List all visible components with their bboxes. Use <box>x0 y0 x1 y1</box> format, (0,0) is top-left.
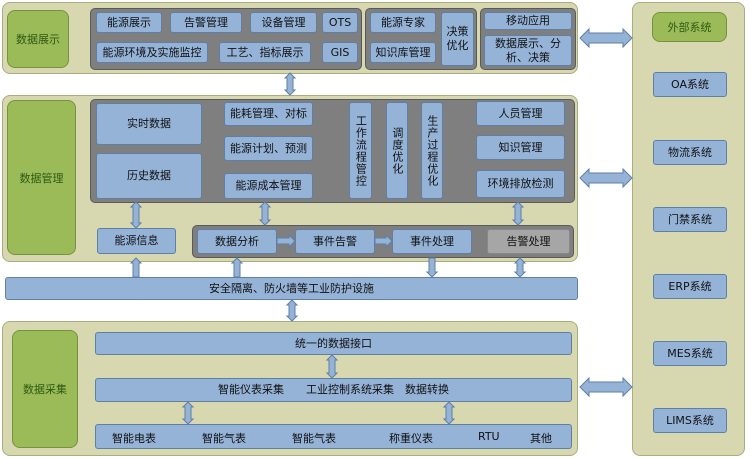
box-emission-monitoring[interactable]: 环境排放检测 <box>476 170 565 198</box>
system-oa[interactable]: OA系统 <box>653 72 727 97</box>
box-env-monitoring[interactable]: 能源环境及实施监控 <box>96 42 208 63</box>
management-layer-label: 数据管理 <box>7 100 76 255</box>
system-lims[interactable]: LIMS系统 <box>653 408 727 433</box>
box-unified-interface[interactable]: 统一的数据接口 <box>95 332 572 355</box>
box-event-handling[interactable]: 事件处理 <box>392 229 472 254</box>
box-decision-optimization[interactable]: 决策优化 <box>441 12 474 66</box>
box-energy-display[interactable]: 能源展示 <box>96 12 162 33</box>
system-mes[interactable]: MES系统 <box>653 341 727 366</box>
device-weighing: 称重仪表 <box>389 432 433 445</box>
device-rtu: RTU <box>478 430 500 443</box>
box-realtime-data[interactable]: 实时数据 <box>96 103 202 145</box>
device-smart-meter: 智能电表 <box>112 432 156 445</box>
box-scheduling-optimization[interactable]: 调度优化 <box>386 102 408 199</box>
box-energy-expert[interactable]: 能源专家 <box>370 12 436 33</box>
box-energy-info[interactable]: 能源信息 <box>97 228 176 254</box>
box-equipment-management[interactable]: 设备管理 <box>250 12 317 33</box>
box-workflow-control[interactable]: 工作流程管控 <box>349 102 372 199</box>
double-arrow-horizontal-icon <box>579 167 633 189</box>
box-knowledge-base[interactable]: 知识库管理 <box>370 42 436 63</box>
device-other: 其他 <box>530 432 552 445</box>
system-erp[interactable]: ERP系统 <box>653 274 727 299</box>
box-process-indicators[interactable]: 工艺、指标展示 <box>219 42 311 63</box>
system-access-control[interactable]: 门禁系统 <box>653 207 727 232</box>
box-knowledge[interactable]: 知识管理 <box>476 135 565 160</box>
double-arrow-icon <box>285 299 299 322</box>
external-layer-label: 外部系统 <box>652 12 727 42</box>
box-energy-consumption[interactable]: 能耗管理、对标 <box>224 102 313 126</box>
box-energy-cost[interactable]: 能源成本管理 <box>224 173 313 199</box>
system-logistics[interactable]: 物流系统 <box>653 140 727 165</box>
box-ots[interactable]: OTS <box>322 12 358 33</box>
box-event-alarm[interactable]: 事件告警 <box>295 229 375 254</box>
box-mobile-app[interactable]: 移动应用 <box>484 12 572 30</box>
device-gas-meter-1: 智能气表 <box>202 432 246 445</box>
collection-layer-label: 数据采集 <box>12 330 78 448</box>
box-gis[interactable]: GIS <box>322 42 358 63</box>
box-acquisition[interactable]: 智能仪表采集 工业控制系统采集 数据转换 <box>95 378 572 402</box>
box-personnel[interactable]: 人员管理 <box>476 101 565 126</box>
box-data-analysis[interactable]: 数据分析 <box>197 229 277 254</box>
device-gas-meter-2: 智能气表 <box>292 432 336 445</box>
box-data-analysis-decision[interactable]: 数据展示、分析、决策 <box>484 35 572 66</box>
box-history-data[interactable]: 历史数据 <box>96 153 202 199</box>
box-alarm-handling[interactable]: 告警处理 <box>487 229 570 254</box>
box-alarm-management[interactable]: 告警管理 <box>170 12 242 33</box>
device-row <box>95 424 572 449</box>
box-energy-planning[interactable]: 能源计划、预测 <box>224 136 313 161</box>
box-production-optimization[interactable]: 生产过程优化 <box>421 102 443 199</box>
double-arrow-horizontal-icon <box>579 376 633 398</box>
display-layer-label: 数据展示 <box>7 10 69 68</box>
double-arrow-icon <box>283 72 297 96</box>
security-bar[interactable]: 安全隔离、防火墙等工业防护设施 <box>5 277 578 300</box>
double-arrow-horizontal-icon <box>579 27 633 49</box>
